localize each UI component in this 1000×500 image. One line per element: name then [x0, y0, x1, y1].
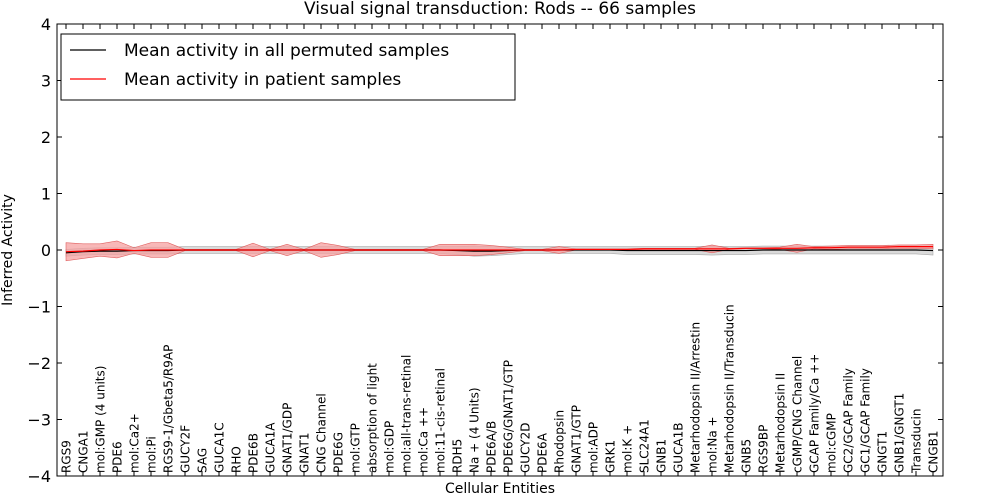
x-axis-label: Cellular Entities — [445, 481, 555, 497]
series-lines — [65, 246, 934, 254]
x-tick-label: PDE6 — [111, 441, 125, 473]
x-tick-label: Rhodopsin — [553, 410, 567, 473]
x-tick-label: mol:11-cis-retinal — [434, 368, 448, 473]
x-tick-label: Metarhodopsin II/Transducin — [723, 304, 737, 473]
x-tick-label: GNAT1/GTP — [570, 405, 584, 473]
y-tick-label: 2 — [41, 128, 51, 147]
x-tick-label: SAG — [196, 448, 210, 473]
x-tick-label: GRK1 — [604, 440, 618, 473]
x-tick-label: cGMP/CNG Channel — [791, 356, 805, 473]
x-tick-label: PDE6A/B — [485, 421, 499, 473]
legend: Mean activity in all permuted samples Me… — [60, 33, 516, 101]
x-tick-label: GUCY2D — [519, 423, 533, 473]
y-axis-label: Inferred Activity — [0, 194, 16, 306]
x-tick-label: SLC24A1 — [638, 419, 652, 473]
x-tick-label: CNG Channel — [315, 393, 329, 473]
x-tick-label: mol:Pi — [145, 436, 159, 473]
x-tick-label: GUCA1C — [213, 422, 227, 473]
x-tick-label: mol:cGMP — [825, 413, 839, 473]
x-tick-label: Metarhodopsin II/Arrestin — [689, 322, 703, 473]
x-tick-label: Na + (4 Units) — [468, 387, 482, 473]
x-tick-label: GUCA1B — [672, 422, 686, 473]
x-tick-label: GNB1/GNGT1 — [893, 393, 907, 473]
x-tick-label: mol:Ca2+ — [128, 413, 142, 473]
x-tick-label: RDH5 — [451, 439, 465, 473]
chart-title: Visual signal transduction: Rods -- 66 s… — [304, 0, 696, 19]
legend-box — [60, 33, 516, 101]
x-tick-label: GUCA1A — [264, 422, 278, 473]
y-tick-label: −3 — [27, 411, 51, 430]
x-tick-label: mol:GTP — [349, 423, 363, 473]
x-tick-label: mol:GMP (4 units) — [94, 366, 108, 473]
legend-label-permuted: Mean activity in all permuted samples — [124, 41, 449, 61]
x-tick-label: mol:Ca ++ — [417, 407, 431, 473]
y-tick-label: −2 — [27, 354, 51, 373]
x-tick-label: absorption of light — [366, 363, 380, 473]
x-tick-label: Transducin — [910, 409, 924, 474]
x-tick-label: mol:all-trans-retinal — [400, 355, 414, 473]
x-tick-label: CNGA1 — [77, 431, 91, 474]
x-tick-label: PDE6G/GNAT1/GTP — [502, 360, 516, 473]
y-tick-label: 0 — [41, 241, 51, 260]
y-tick-label: −1 — [27, 298, 51, 317]
x-tick-label: RGS9-1/Gbeta5/R9AP — [162, 345, 176, 473]
x-tick-label: GNAT1/GDP — [281, 403, 295, 473]
y-tick-label: 4 — [41, 15, 51, 34]
x-tick-label: mol:ADP — [587, 422, 601, 473]
x-tick-label: GC2/GCAP Family — [842, 368, 856, 473]
x-tick-label: GNAT1 — [298, 432, 312, 473]
x-tick-label: PDE6G — [332, 432, 346, 473]
x-tick-label: Metarhodopsin II — [774, 373, 788, 473]
x-tick-label: mol:Na + — [706, 416, 720, 473]
x-tick-label: GNB5 — [740, 439, 754, 473]
x-tick-label: GNGT1 — [876, 431, 890, 473]
x-tick-label: mol:GDP — [383, 421, 397, 473]
x-tick-label: CNGB1 — [927, 430, 941, 473]
y-tick-label: −4 — [27, 467, 51, 486]
x-tick-label: RGS9 — [60, 440, 74, 473]
y-tick-label: 1 — [41, 185, 51, 204]
y-axis: −4 −3 −2 −1 0 1 2 3 4 — [27, 15, 943, 486]
x-tick-label: PDE6B — [247, 433, 261, 473]
x-tick-label: PDE6A — [536, 432, 550, 473]
patient-mean-line — [65, 246, 933, 253]
x-tick-label: GC1/GCAP Family — [859, 368, 873, 473]
legend-label-patient: Mean activity in patient samples — [124, 70, 401, 90]
x-tick-label: GNB1 — [655, 439, 669, 473]
x-tick-label: GUCY2F — [179, 425, 193, 473]
x-tick-label: GCAP Family/Ca ++ — [808, 354, 822, 473]
x-tick-label: mol:K + — [621, 425, 635, 473]
x-tick-label: RHO — [230, 446, 244, 473]
y-tick-label: 3 — [41, 72, 51, 91]
x-tick-label: RGS9BP — [757, 425, 771, 473]
